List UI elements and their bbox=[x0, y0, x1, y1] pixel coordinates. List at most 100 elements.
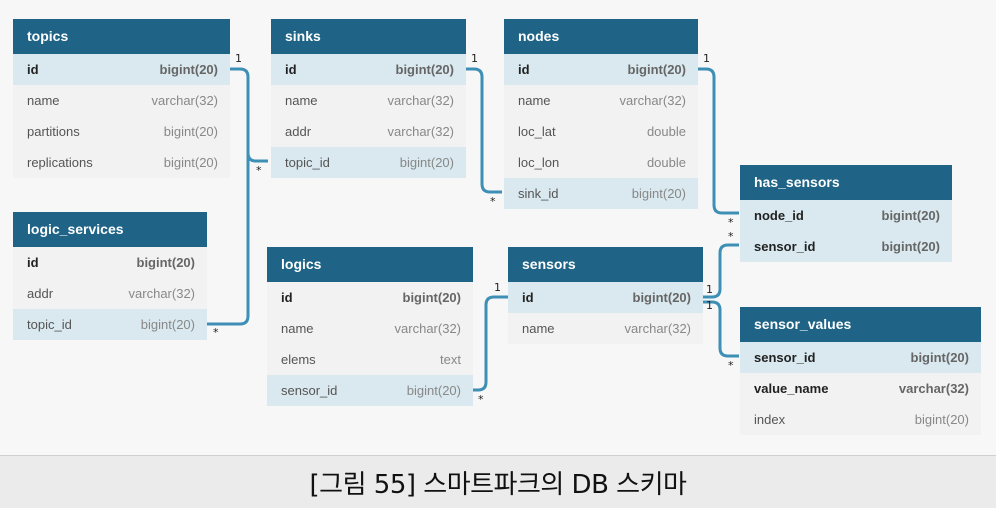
field-type: bigint(20) bbox=[140, 317, 195, 332]
table-row: index bigint(20) bbox=[740, 404, 981, 435]
field-name: node_id bbox=[754, 208, 804, 223]
table-row: id bigint(20) bbox=[13, 54, 230, 85]
card-has-sensors-sensor-many: * bbox=[728, 230, 734, 243]
connector-nodes-sinks bbox=[466, 67, 502, 194]
card-logics-many: * bbox=[478, 393, 484, 406]
field-name: partitions bbox=[27, 124, 80, 139]
field-name: name bbox=[27, 93, 60, 108]
field-name: id bbox=[281, 290, 293, 305]
table-title: topics bbox=[13, 19, 230, 54]
table-title: sensor_values bbox=[740, 307, 981, 342]
table-row: replications bigint(20) bbox=[13, 147, 230, 178]
connector-has-sensors-nodes bbox=[698, 67, 739, 215]
field-name: loc_lon bbox=[518, 155, 560, 170]
table-row: sensor_id bigint(20) bbox=[267, 375, 473, 406]
field-name: name bbox=[281, 321, 314, 336]
table-row: sensor_id bigint(20) bbox=[740, 231, 952, 262]
field-type: double bbox=[646, 124, 686, 139]
card-has-sensors-node-many: * bbox=[728, 216, 734, 229]
er-diagram: 1 * * 1 * 1 * * 1 * 1 1 * topics id bigi… bbox=[13, 19, 981, 435]
table-row: name varchar(32) bbox=[271, 85, 466, 116]
table-row: loc_lon double bbox=[504, 147, 698, 178]
field-type: bigint(20) bbox=[159, 62, 219, 77]
table-row: name varchar(32) bbox=[508, 313, 703, 344]
card-nodes-one: 1 bbox=[703, 52, 710, 65]
field-type: varchar(32) bbox=[394, 321, 461, 336]
card-sinks-many: * bbox=[256, 164, 262, 177]
field-name: value_name bbox=[754, 381, 829, 396]
field-type: bigint(20) bbox=[631, 186, 686, 201]
table-row: id bigint(20) bbox=[13, 247, 207, 278]
table-logic-services[interactable]: logic_services id bigint(20) addr varcha… bbox=[13, 212, 207, 340]
field-name: index bbox=[754, 412, 786, 427]
field-name: topic_id bbox=[285, 155, 330, 170]
field-name: sink_id bbox=[518, 186, 559, 201]
table-row: name varchar(32) bbox=[267, 313, 473, 344]
field-type: bigint(20) bbox=[136, 255, 196, 270]
table-row: elems text bbox=[267, 344, 473, 375]
field-name: name bbox=[285, 93, 318, 108]
table-row: topic_id bigint(20) bbox=[271, 147, 466, 178]
figure-caption: [그림 55] 스마트파크의 DB 스키마 bbox=[309, 469, 687, 500]
field-name: replications bbox=[27, 155, 93, 170]
field-name: name bbox=[522, 321, 555, 336]
field-type: bigint(20) bbox=[627, 62, 687, 77]
table-title: sensors bbox=[508, 247, 703, 282]
table-title: has_sensors bbox=[740, 165, 952, 200]
table-logics[interactable]: logics id bigint(20) name varchar(32) el… bbox=[267, 247, 473, 406]
table-row: addr varchar(32) bbox=[271, 116, 466, 147]
field-type: bigint(20) bbox=[632, 290, 692, 305]
connector-logics-sensors bbox=[473, 295, 508, 392]
field-name: id bbox=[518, 62, 530, 77]
table-topics[interactable]: topics id bigint(20) name varchar(32) pa… bbox=[13, 19, 230, 178]
table-row: partitions bigint(20) bbox=[13, 116, 230, 147]
field-type: bigint(20) bbox=[399, 155, 454, 170]
field-name: topic_id bbox=[27, 317, 72, 332]
table-row: node_id bigint(20) bbox=[740, 200, 952, 231]
table-row: addr varchar(32) bbox=[13, 278, 207, 309]
table-row: value_name varchar(32) bbox=[740, 373, 981, 404]
table-has-sensors[interactable]: has_sensors node_id bigint(20) sensor_id… bbox=[740, 165, 952, 262]
field-type: bigint(20) bbox=[163, 124, 218, 139]
field-type: varchar(32) bbox=[624, 321, 691, 336]
field-name: sensor_id bbox=[281, 383, 338, 398]
card-logic-services-many: * bbox=[213, 326, 219, 339]
field-type: varchar(32) bbox=[128, 286, 195, 301]
table-row: sink_id bigint(20) bbox=[504, 178, 698, 209]
table-row: topic_id bigint(20) bbox=[13, 309, 207, 340]
field-name: id bbox=[27, 255, 39, 270]
card-sensors-one-logics: 1 bbox=[494, 281, 501, 294]
field-type: varchar(32) bbox=[619, 93, 686, 108]
field-name: id bbox=[27, 62, 39, 77]
table-sinks[interactable]: sinks id bigint(20) name varchar(32) add… bbox=[271, 19, 466, 178]
field-type: text bbox=[440, 352, 461, 367]
table-row: id bigint(20) bbox=[504, 54, 698, 85]
field-type: varchar(32) bbox=[151, 93, 218, 108]
field-type: double bbox=[646, 155, 686, 170]
card-sensors-one-values: 1 bbox=[706, 299, 713, 312]
field-name: elems bbox=[281, 352, 316, 367]
caption-bar: [그림 55] 스마트파크의 DB 스키마 bbox=[0, 455, 996, 508]
table-row: name varchar(32) bbox=[13, 85, 230, 116]
table-row: id bigint(20) bbox=[271, 54, 466, 85]
field-name: sensor_id bbox=[754, 350, 816, 365]
table-sensors[interactable]: sensors id bigint(20) name varchar(32) bbox=[508, 247, 703, 344]
field-type: bigint(20) bbox=[163, 155, 218, 170]
field-name: addr bbox=[285, 124, 312, 139]
table-title: logic_services bbox=[13, 212, 207, 247]
card-topics-one: 1 bbox=[235, 52, 242, 65]
field-name: sensor_id bbox=[754, 239, 816, 254]
table-title: nodes bbox=[504, 19, 698, 54]
field-type: bigint(20) bbox=[406, 383, 461, 398]
table-sensor-values[interactable]: sensor_values sensor_id bigint(20) value… bbox=[740, 307, 981, 435]
field-type: bigint(20) bbox=[881, 239, 941, 254]
field-type: bigint(20) bbox=[881, 208, 941, 223]
field-name: loc_lat bbox=[518, 124, 556, 139]
table-row: id bigint(20) bbox=[508, 282, 703, 313]
card-sensor-values-many: * bbox=[728, 359, 734, 372]
table-nodes[interactable]: nodes id bigint(20) name varchar(32) loc… bbox=[504, 19, 698, 209]
card-sinks-one: 1 bbox=[471, 52, 478, 65]
field-type: bigint(20) bbox=[914, 412, 969, 427]
card-nodes-many: * bbox=[490, 195, 496, 208]
field-name: id bbox=[522, 290, 534, 305]
